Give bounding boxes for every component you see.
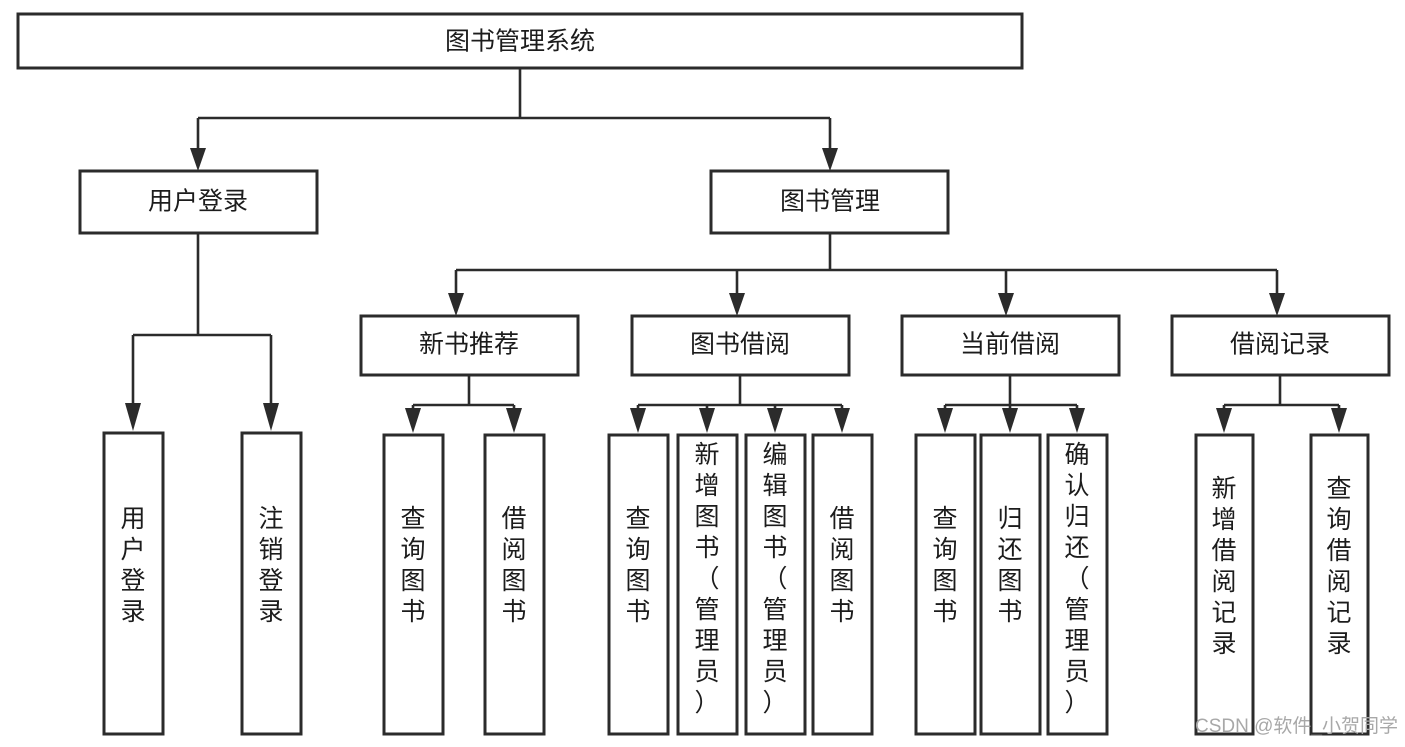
leaf-bookborrow-edit-box[interactable] [744, 433, 807, 736]
leaf-currentborrow-confirm[interactable]: 确认归还（管理员） [1046, 433, 1109, 736]
leaf-currentborrow-return[interactable]: 归还图书 [979, 433, 1042, 736]
arrowhead-nb-query [405, 408, 421, 433]
leaf-user-login-logout-label: 注销登录 [258, 505, 283, 626]
leaf-newbook-query-box[interactable] [382, 433, 445, 736]
arrowhead-leaf-logout [263, 403, 279, 431]
node-borrow-record-label: 借阅记录 [1230, 331, 1330, 359]
leaf-currentborrow-query-label: 查询图书 [932, 505, 957, 626]
leaf-borrowrecord-add-box[interactable] [1194, 433, 1255, 736]
arrowhead-nb-borrow [506, 408, 522, 433]
leaf-newbook-borrow-box[interactable] [483, 433, 546, 736]
leaf-bookborrow-borrow-box[interactable] [811, 433, 874, 736]
leaf-currentborrow-query-box[interactable] [914, 433, 977, 736]
arrowhead-userlogin [190, 148, 206, 171]
leaf-bookborrow-query-label: 查询图书 [625, 505, 650, 626]
arrowhead-bookmgmt [822, 148, 838, 171]
leaf-borrowrecord-add-label: 新增借阅记录 [1211, 475, 1236, 658]
arrowhead-bb-borrow [834, 408, 850, 433]
arrowhead-bb-edit [767, 408, 783, 433]
leaf-bookborrow-add-box[interactable] [676, 433, 739, 736]
leaf-currentborrow-query[interactable]: 查询图书 [914, 433, 977, 736]
leaf-newbook-borrow[interactable]: 借阅图书 [483, 433, 546, 736]
leaf-bookborrow-borrow-label: 借阅图书 [829, 505, 854, 626]
arrowhead-br-add [1216, 408, 1232, 433]
leaf-bookborrow-edit-label: 编辑图书（管理员） [762, 441, 787, 717]
arrowhead-currentborrow [998, 293, 1014, 316]
leaf-currentborrow-return-box[interactable] [979, 433, 1042, 736]
leaf-user-login-logout-box[interactable] [240, 431, 303, 736]
arrowhead-bb-add [699, 408, 715, 433]
leaf-currentborrow-confirm-label: 确认归还（管理员） [1064, 441, 1089, 717]
node-root-label: 图书管理系统 [445, 28, 595, 56]
leaf-borrowrecord-query-box[interactable] [1309, 433, 1370, 736]
node-user-login-label: 用户登录 [148, 188, 248, 216]
watermark-label: CSDN @软件_小贺同学 [1195, 715, 1398, 737]
leaf-user-login-login-label: 用户登录 [120, 505, 145, 626]
leaf-bookborrow-add-label: 新增图书（管理员） [694, 441, 719, 717]
node-book-management[interactable]: 图书管理 [709, 169, 950, 235]
node-book-borrow-label: 图书借阅 [690, 331, 790, 359]
arrowhead-bookborrow [729, 293, 745, 316]
node-borrow-record[interactable]: 借阅记录 [1170, 314, 1391, 377]
node-book-borrow[interactable]: 图书借阅 [630, 314, 851, 377]
node-book-management-label: 图书管理 [780, 188, 880, 216]
leaf-user-login-login-box[interactable] [102, 431, 165, 736]
node-new-book-recommend-label: 新书推荐 [419, 331, 519, 359]
arrowhead-leaf-user-login [125, 403, 141, 431]
leaf-user-login-login[interactable]: 用户登录 [102, 431, 165, 736]
leaf-bookborrow-edit[interactable]: 编辑图书（管理员） [744, 433, 807, 736]
node-root-system[interactable]: 图书管理系统 [16, 12, 1024, 70]
leaf-bookborrow-borrow[interactable]: 借阅图书 [811, 433, 874, 736]
arrowhead-cb-return [1002, 408, 1018, 433]
leaf-borrowrecord-query[interactable]: 查询借阅记录 [1309, 433, 1370, 736]
arrowhead-cb-confirm [1069, 408, 1085, 433]
arrowhead-bb-query [630, 408, 646, 433]
arrowhead-newbook [448, 293, 464, 316]
node-borrow-record-box[interactable] [1170, 314, 1391, 377]
leaf-borrowrecord-add[interactable]: 新增借阅记录 [1194, 433, 1255, 736]
node-user-login-box[interactable] [78, 169, 319, 235]
leaf-newbook-borrow-label: 借阅图书 [501, 505, 526, 626]
node-user-login[interactable]: 用户登录 [78, 169, 319, 235]
leaf-newbook-query-label: 查询图书 [400, 505, 425, 626]
node-book-management-box[interactable] [709, 169, 950, 235]
arrowhead-borrowrecord [1269, 293, 1285, 316]
node-current-borrow[interactable]: 当前借阅 [900, 314, 1121, 377]
leaf-bookborrow-query[interactable]: 查询图书 [607, 433, 670, 736]
connectors-layer [125, 68, 1347, 433]
leaf-bookborrow-query-box[interactable] [607, 433, 670, 736]
node-book-borrow-box[interactable] [630, 314, 851, 377]
leaf-bookborrow-add[interactable]: 新增图书（管理员） [676, 433, 739, 736]
leaf-currentborrow-return-label: 归还图书 [997, 505, 1022, 626]
node-new-book-recommend[interactable]: 新书推荐 [359, 314, 580, 377]
node-root-box[interactable] [16, 12, 1024, 70]
leaf-user-login-logout[interactable]: 注销登录 [240, 431, 303, 736]
arrowhead-cb-query [937, 408, 953, 433]
leaf-borrowrecord-query-label: 查询借阅记录 [1326, 475, 1351, 658]
node-current-borrow-box[interactable] [900, 314, 1121, 377]
node-new-book-recommend-box[interactable] [359, 314, 580, 377]
leaf-newbook-query[interactable]: 查询图书 [382, 433, 445, 736]
arrowhead-br-query [1331, 408, 1347, 433]
leaf-currentborrow-confirm-box[interactable] [1046, 433, 1109, 736]
node-current-borrow-label: 当前借阅 [960, 331, 1060, 359]
